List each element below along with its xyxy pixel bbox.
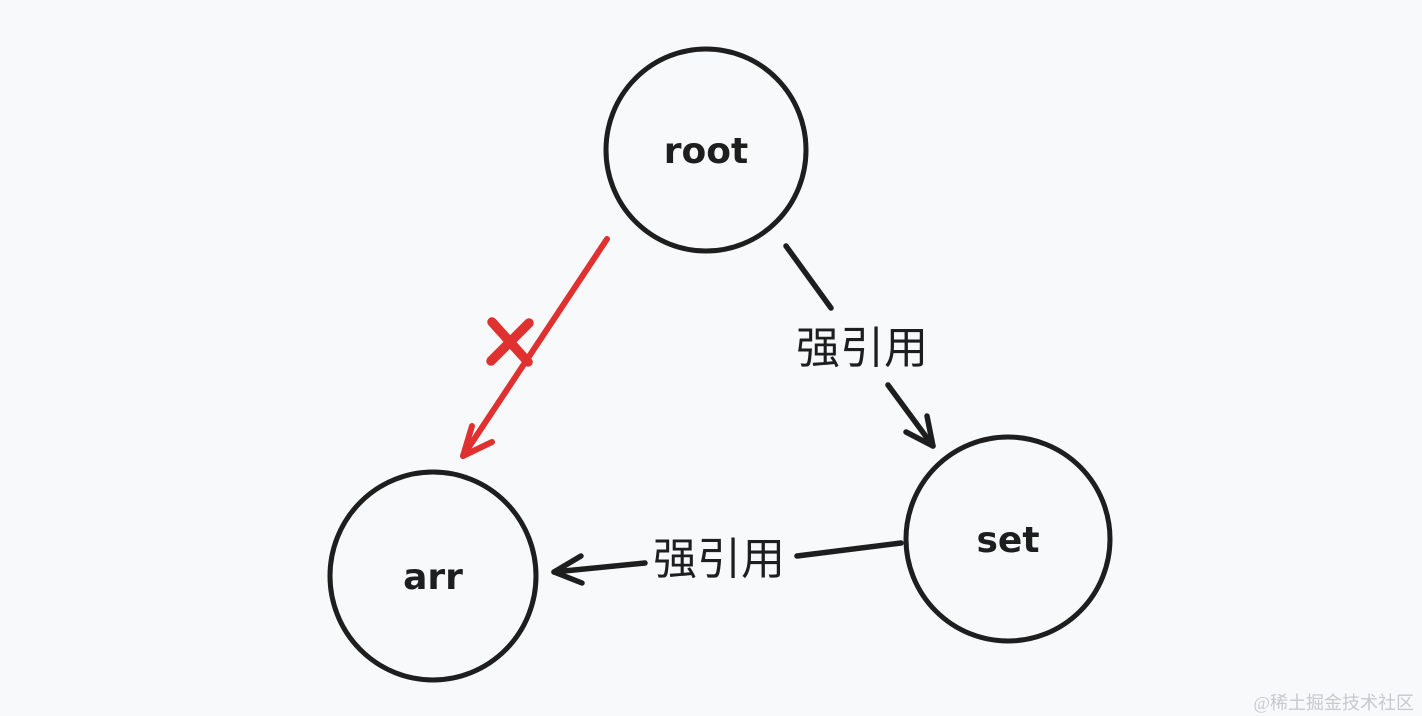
edge-set-arr: 强引用 — [551, 535, 904, 586]
node-arr: arr — [327, 469, 539, 683]
node-root-label: root — [664, 131, 748, 172]
watermark: @稀土掘金技术社区 — [1253, 693, 1414, 713]
node-set-label: set — [976, 520, 1039, 561]
edge-root-arr-broken — [460, 236, 610, 459]
node-root-circle — [603, 46, 809, 254]
edge-set-arr-segment-1 — [794, 540, 904, 559]
node-set: set — [903, 434, 1113, 644]
node-arr-label: arr — [403, 557, 463, 598]
edge-root-set-label: 强引用 — [796, 324, 928, 373]
x-icon — [486, 317, 534, 367]
edge-root-set-segment-1 — [783, 243, 834, 311]
edge-root-set: 强引用 — [783, 243, 936, 449]
edge-set-arr-arrow-head — [551, 553, 585, 586]
node-arr-circle — [327, 469, 539, 683]
node-set-circle — [903, 434, 1113, 644]
edge-set-arr-segment-2 — [551, 560, 648, 575]
edge-root-set-arrow-head — [903, 413, 936, 449]
edge-root-set-segment-2 — [885, 382, 936, 449]
edge-set-arr-label: 强引用 — [653, 535, 785, 584]
x-icon-stroke-2 — [486, 318, 534, 366]
node-root: root — [603, 46, 809, 254]
broken-arrow-shaft — [460, 236, 610, 459]
broken-arrow-head — [460, 423, 495, 459]
